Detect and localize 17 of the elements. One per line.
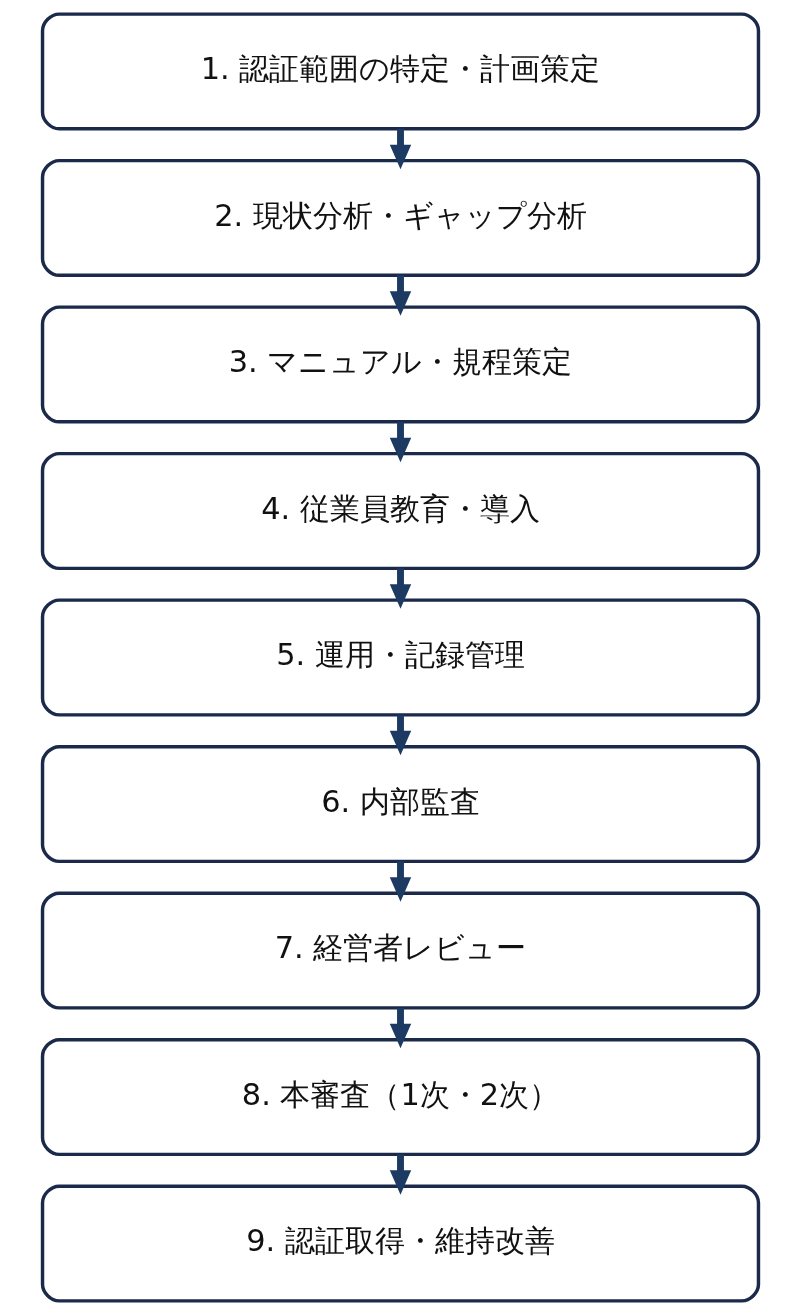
node-box: 7. 経営者レビュー xyxy=(40,891,760,1010)
node-box: 6. 内部監査 xyxy=(40,744,760,864)
arrow xyxy=(389,861,411,902)
arrow xyxy=(389,1154,411,1195)
arrow xyxy=(389,714,411,756)
arrow xyxy=(389,128,411,170)
node-box: 1. 認証範囲の特定・計画策定 xyxy=(40,12,760,131)
arrow xyxy=(389,275,411,316)
node-box: 9. 認証取得・維持改善 xyxy=(40,1184,760,1303)
node-box: 2. 現状分析・ギャップ分析 xyxy=(40,158,760,278)
arrow xyxy=(389,421,411,463)
arrow xyxy=(389,1007,411,1049)
node-box: 5. 運用・記録管理 xyxy=(40,598,760,717)
node-box: 8. 本審査（1次・2次） xyxy=(40,1037,760,1157)
node-box: 3. マニュアル・規程策定 xyxy=(40,305,760,424)
node-box: 4. 従業員教育・導入 xyxy=(40,451,760,571)
arrow xyxy=(389,568,411,609)
